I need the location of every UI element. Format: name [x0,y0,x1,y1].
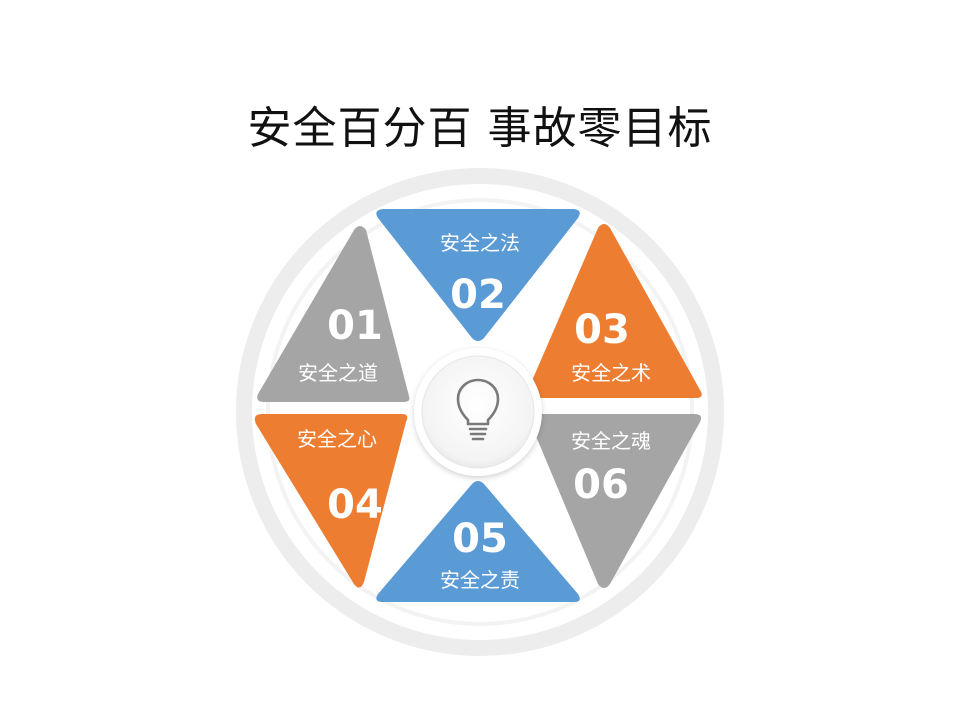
segment-03-label: 安全之术 [571,361,651,385]
segment-02-number: 02 [450,272,506,318]
segment-04-triangle[interactable] [254,414,408,588]
segment-01-label: 安全之道 [298,361,378,385]
inner-ring [266,198,694,626]
segment-02-label: 安全之法 [440,231,520,255]
segment-04-number: 04 [327,482,383,528]
segment-05-triangle[interactable] [376,481,580,602]
outer-ring [236,168,724,656]
segment-01-number: 01 [327,303,383,349]
segment-06-triangle[interactable] [528,414,702,588]
segment-04-label: 安全之心 [297,427,377,451]
segment-01-triangle[interactable] [257,226,410,402]
page-title: 安全百分百 事故零目标 [247,103,713,154]
lightbulb-icon [456,378,500,441]
segment-05-number: 05 [452,516,508,562]
segment-06-number: 06 [573,462,629,508]
segment-03-number: 03 [574,307,630,353]
segment-05-label: 安全之责 [440,568,520,592]
segment-02-triangle[interactable] [376,209,580,341]
center-hub-inner [421,355,535,469]
segment-06-label: 安全之魂 [571,429,651,453]
segment-03-triangle[interactable] [526,224,702,398]
